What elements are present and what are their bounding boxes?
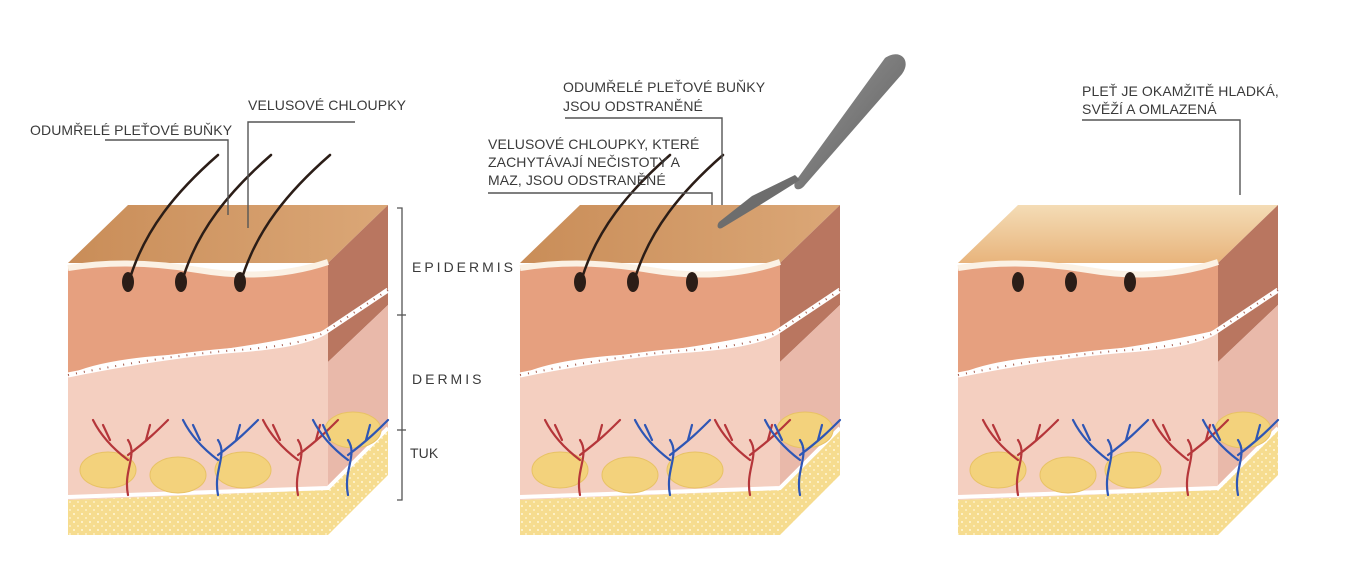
vellus-hair	[126, 153, 220, 287]
label-result-line1: PLEŤ JE OKAMŽITĚ HLADKÁ,	[1082, 83, 1279, 99]
fat-border	[957, 426, 1280, 499]
label-dead-cells-removed-line2: JSOU ODSTRANĚNÉ	[563, 98, 703, 114]
label-vellus-hair: VELUSOVÉ CHLOUPKY	[248, 97, 407, 113]
vellus-hair	[179, 153, 273, 287]
label-vellus-removed-line2: ZACHYTÁVAJÍ NEČISTOTY A	[488, 154, 681, 170]
skin-block-3	[957, 205, 1280, 535]
label-dead-cells-removed-line1: ODUMŘELÉ PLEŤOVÉ BUŇKY	[563, 79, 766, 95]
vein	[181, 418, 260, 497]
epidermis-front	[520, 262, 780, 375]
vein	[633, 418, 712, 497]
fat-texture	[520, 430, 840, 535]
skin-block-2	[519, 153, 842, 535]
fat-lobule	[969, 451, 1027, 489]
fat-border	[67, 426, 390, 499]
layer-label-dermis: DERMIS	[412, 371, 485, 387]
artery	[981, 418, 1060, 497]
artery	[543, 418, 622, 497]
skin-surface-line	[519, 259, 781, 278]
fat-lobule	[1039, 456, 1097, 494]
vellus-hair	[631, 153, 725, 287]
artery	[91, 418, 170, 497]
fat-texture	[68, 430, 388, 535]
basement-membrane	[519, 287, 842, 378]
label-vellus-removed-line1: VELUSOVÉ CHLOUPKY, KTERÉ	[488, 136, 700, 152]
epidermis-front	[958, 262, 1218, 375]
scalpel-icon	[717, 54, 906, 229]
vein	[1201, 418, 1280, 497]
epidermis-top-face	[68, 205, 388, 263]
fat-lobule	[601, 456, 659, 494]
fat-lobule	[776, 411, 834, 449]
hair-follicle	[1012, 272, 1024, 292]
fat-lobule	[531, 451, 589, 489]
vein	[1071, 418, 1150, 497]
fat-border	[519, 426, 842, 499]
vellus-hair	[238, 153, 332, 287]
layer-label-epidermis: EPIDERMIS	[412, 259, 517, 275]
skin-surface-line	[957, 259, 1219, 278]
epidermis-front	[68, 262, 328, 375]
skin-surface-line	[67, 259, 329, 278]
vein	[311, 418, 390, 497]
label-result-line2: SVĚŽÍ A OMLAZENÁ	[1082, 101, 1217, 117]
hair-follicle	[686, 272, 698, 292]
fat-lobule	[1214, 411, 1272, 449]
basement-membrane	[957, 287, 1280, 378]
epidermis-top-face	[520, 205, 840, 263]
vein	[763, 418, 842, 497]
layer-label-fat: TUK	[410, 445, 439, 461]
skin-block-1	[67, 153, 390, 535]
label-vellus-removed-line3: MAZ, JSOU ODSTRANĚNÉ	[488, 172, 666, 188]
hair-follicle	[1065, 272, 1077, 292]
layer-bracket	[397, 207, 406, 501]
fat-lobule	[324, 411, 382, 449]
label-dead-cells: ODUMŘELÉ PLEŤOVÉ BUŇKY	[30, 122, 233, 138]
hair-follicle	[1124, 272, 1136, 292]
fat-lobule	[79, 451, 137, 489]
basement-membrane	[67, 287, 390, 378]
fat-texture	[958, 430, 1278, 535]
fat-lobule	[666, 451, 724, 489]
vellus-hair	[578, 153, 672, 287]
fat-lobule	[214, 451, 272, 489]
leader-lines	[105, 117, 1241, 228]
fat-lobule	[149, 456, 207, 494]
epidermis-top-face	[958, 205, 1278, 263]
fat-lobule	[1104, 451, 1162, 489]
